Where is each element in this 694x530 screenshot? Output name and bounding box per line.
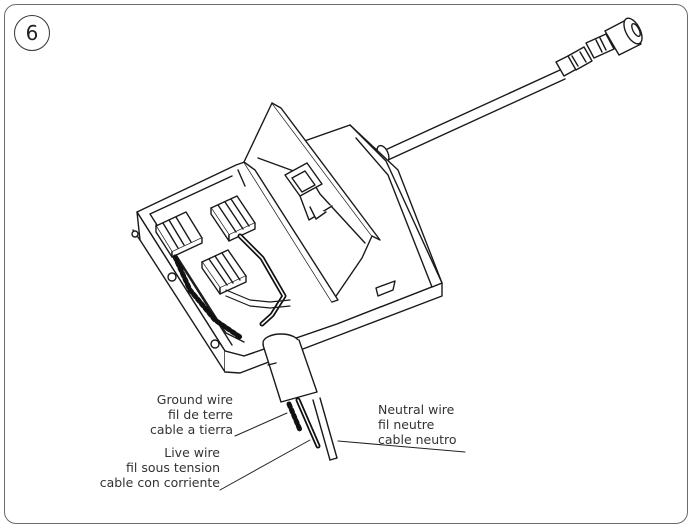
ground-wire-label-en: Ground wire [156,392,233,407]
black-wire-inner [239,235,285,325]
cable-connector-plug [555,17,643,77]
wire-connector-1 [155,211,203,258]
power-cable [382,69,566,161]
neutral-wire-label-es: cable neutro [378,432,457,447]
live-wire-label: Live wire fil sous tension cable con cor… [100,445,220,490]
wire-ends [286,397,338,461]
junction-box-lid [243,102,381,303]
live-wire-label-en: Live wire [164,445,220,460]
illustration-frame [4,4,688,524]
live-wire-label-fr: fil sous tension [126,460,220,475]
entry-cable [262,333,318,403]
neutral-wire-label-en: Neutral wire [378,402,455,417]
lid-housing [349,124,443,297]
striped-ground-wire [172,254,243,340]
ground-wire-label-es: cable a tierra [149,422,233,437]
step-number-badge: 6 [14,15,50,51]
wire-connector-3 [201,249,247,295]
label-leader-lines [219,412,466,491]
live-wire-label-es: cable con corriente [99,475,220,490]
ground-wire-label: Ground wire fil de terre cable a tierra [150,392,233,437]
ground-wire-label-fr: fil de terre [168,407,233,422]
wire-connector-2 [210,195,256,242]
neutral-wire-label-fr: fil neutre [378,417,435,432]
neutral-wire-label: Neutral wire fil neutre cable neutro [378,402,457,447]
white-neutral-wire [225,289,291,309]
